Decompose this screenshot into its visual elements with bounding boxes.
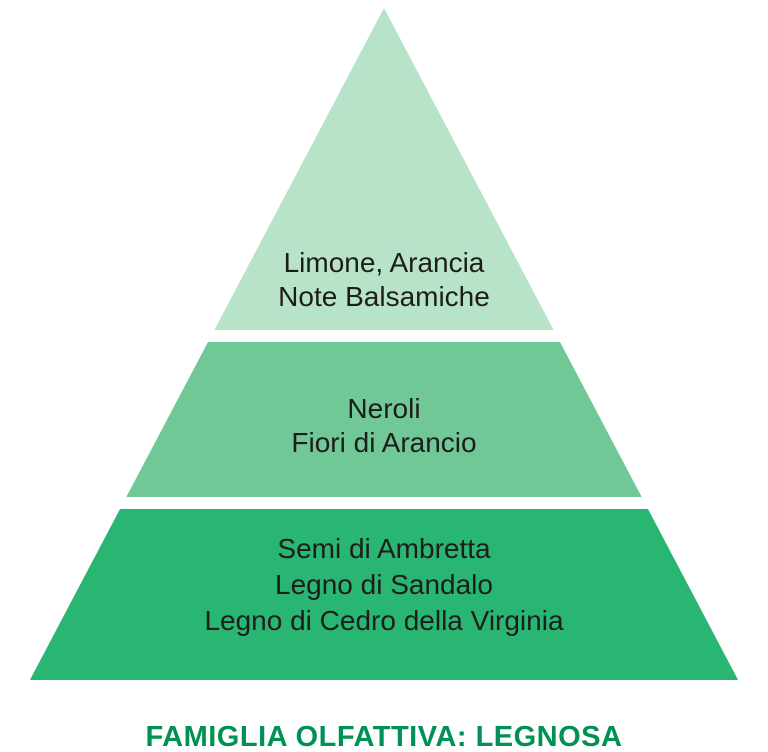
pyramid-tier-top-shape — [214, 8, 554, 330]
tier-bottom-line-2: Legno di Sandalo — [275, 569, 493, 600]
tier-middle-line-2: Fiori di Arancio — [291, 427, 476, 458]
tier-top-line-1: Limone, Arancia — [284, 247, 485, 278]
pyramid-tier-bottom-shape — [29, 509, 739, 680]
tier-bottom-line-1: Semi di Ambretta — [277, 533, 491, 564]
tier-bottom-line-3: Legno di Cedro della Virginia — [204, 605, 563, 636]
tier-middle-line-1: Neroli — [347, 393, 420, 424]
tier-top-line-2: Note Balsamiche — [278, 281, 490, 312]
pyramid-tier-middle-shape — [126, 342, 642, 497]
olfactory-family-caption: FAMIGLIA OLFATTIVA: LEGNOSA — [146, 721, 623, 752]
